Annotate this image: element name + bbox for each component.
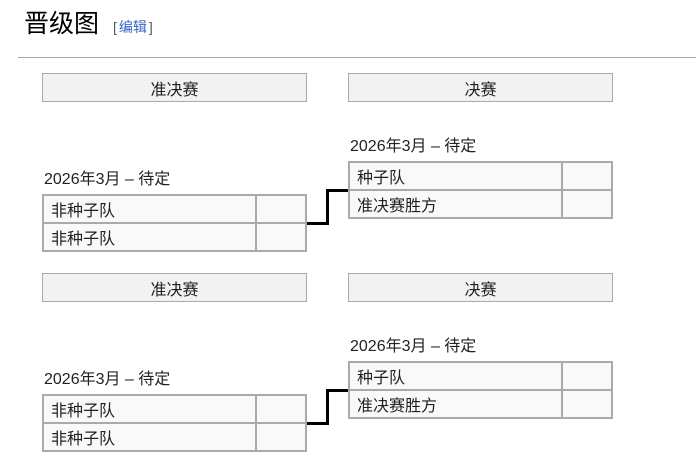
table-row: 准决赛胜方 [348, 189, 613, 219]
semifinal-match: 2026年3月 – 待定 非种子队 非种子队 [42, 368, 307, 452]
score-cell [255, 222, 307, 252]
edit-bracket-open: [ [113, 19, 117, 35]
round-header-final: 决赛 [348, 273, 613, 302]
match-table: 种子队 准决赛胜方 [348, 361, 613, 419]
bracket-section-2: 准决赛 决赛 2026年3月 – 待定 种子队 准决赛胜方 2026年3月 – … [0, 273, 696, 476]
edit-section: [编辑] [113, 19, 153, 35]
round-header-semifinal: 准决赛 [42, 273, 307, 302]
score-cell [255, 394, 307, 424]
section-heading: 晋级图 [编辑] [24, 4, 153, 40]
team-name-cell: 非种子队 [42, 394, 257, 424]
team-name-cell: 非种子队 [42, 194, 257, 224]
edit-link[interactable]: 编辑 [118, 19, 147, 35]
page-title: 晋级图 [24, 11, 100, 38]
semifinal-match: 2026年3月 – 待定 非种子队 非种子队 [42, 168, 307, 252]
match-table: 非种子队 非种子队 [42, 394, 307, 452]
team-name-cell: 准决赛胜方 [348, 189, 563, 219]
bracket-section-1: 准决赛 决赛 2026年3月 – 待定 种子队 准决赛胜方 2026年3月 – … [0, 73, 696, 273]
table-row: 非种子队 [42, 422, 307, 452]
score-cell [255, 194, 307, 224]
match-table: 非种子队 非种子队 [42, 194, 307, 252]
bracket-connector-line [326, 389, 329, 425]
table-row: 种子队 [348, 161, 613, 191]
table-row: 非种子队 [42, 394, 307, 424]
table-row: 非种子队 [42, 222, 307, 252]
round-header-semifinal: 准决赛 [42, 73, 307, 102]
match-date: 2026年3月 – 待定 [350, 338, 477, 355]
round-header-final: 决赛 [348, 73, 613, 102]
heading-rule [18, 57, 696, 58]
match-date: 2026年3月 – 待定 [350, 138, 477, 155]
table-row: 非种子队 [42, 194, 307, 224]
match-date: 2026年3月 – 待定 [44, 371, 171, 388]
team-name-cell: 种子队 [348, 361, 563, 391]
final-match: 2026年3月 – 待定 种子队 准决赛胜方 [348, 135, 613, 219]
score-cell [255, 422, 307, 452]
bracket-connector-line [326, 189, 329, 225]
score-cell [561, 361, 613, 391]
edit-bracket-close: ] [148, 19, 153, 35]
bracket-connector-line [307, 222, 329, 225]
table-row: 种子队 [348, 361, 613, 391]
score-cell [561, 189, 613, 219]
team-name-cell: 非种子队 [42, 222, 257, 252]
final-match: 2026年3月 – 待定 种子队 准决赛胜方 [348, 335, 613, 419]
bracket-connector-line [307, 422, 329, 425]
team-name-cell: 种子队 [348, 161, 563, 191]
bracket-connector-line [329, 189, 348, 192]
team-name-cell: 准决赛胜方 [348, 389, 563, 419]
team-name-cell: 非种子队 [42, 422, 257, 452]
score-cell [561, 161, 613, 191]
table-row: 准决赛胜方 [348, 389, 613, 419]
score-cell [561, 389, 613, 419]
match-date: 2026年3月 – 待定 [44, 171, 171, 188]
match-table: 种子队 准决赛胜方 [348, 161, 613, 219]
bracket-connector-line [329, 389, 348, 392]
